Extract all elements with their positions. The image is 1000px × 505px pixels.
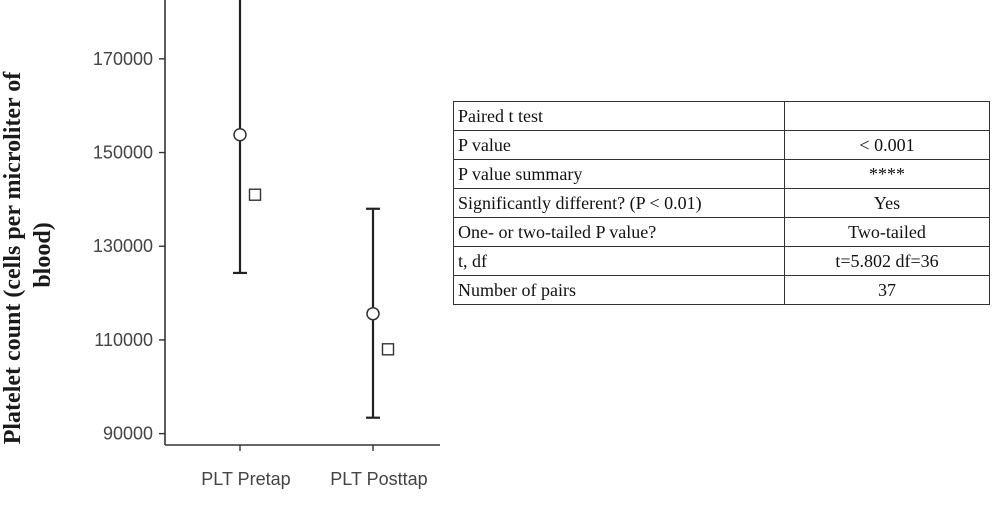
y-axis-label-line1: Platelet count (cells per microliter of — [0, 71, 26, 445]
table-row: P value summary**** — [453, 159, 990, 189]
table-cell-label: Number of pairs — [453, 275, 785, 305]
table-cell-label: P value summary — [453, 159, 785, 189]
table-row: Paired t test — [453, 101, 990, 131]
table-cell-label: Paired t test — [453, 101, 785, 131]
data-point-square — [381, 343, 395, 356]
table-cell-value: 37 — [784, 275, 990, 305]
table-cell-value: **** — [784, 159, 990, 189]
table-cell-value — [784, 101, 990, 131]
table-cell-label: t, df — [453, 246, 785, 276]
table-cell-value: Yes — [784, 188, 990, 218]
table-row: P value< 0.001 — [453, 130, 990, 160]
y-tick-label: 130000 — [93, 236, 153, 256]
x-tick-label: PLT Pretap — [201, 469, 290, 489]
y-tick-label: 150000 — [93, 143, 153, 163]
y-axis-label: Platelet count (cells per microliter of … — [0, 66, 56, 445]
table-cell-value: Two-tailed — [784, 217, 990, 247]
x-tick-label: PLT Posttap — [330, 469, 427, 489]
table-cell-value: < 0.001 — [784, 130, 990, 160]
chart-marks — [233, 0, 395, 419]
data-point-circle — [366, 306, 380, 321]
y-tick-label: 90000 — [103, 424, 153, 444]
y-axis-label-line2: blood) — [30, 222, 56, 287]
data-point-circle — [233, 127, 247, 142]
table-cell-label: Significantly different? (P < 0.01) — [453, 188, 785, 218]
table-row: One- or two-tailed P value?Two-tailed — [453, 217, 990, 247]
table-cell-value: t=5.802 df=36 — [784, 246, 990, 276]
y-tick-label: 110000 — [94, 330, 153, 350]
table-cell-label: One- or two-tailed P value? — [453, 217, 785, 247]
table-cell-label: P value — [453, 130, 785, 160]
table-row: Significantly different? (P < 0.01)Yes — [453, 188, 990, 218]
data-point-square — [248, 188, 262, 201]
y-tick-label: 170000 — [93, 49, 153, 69]
